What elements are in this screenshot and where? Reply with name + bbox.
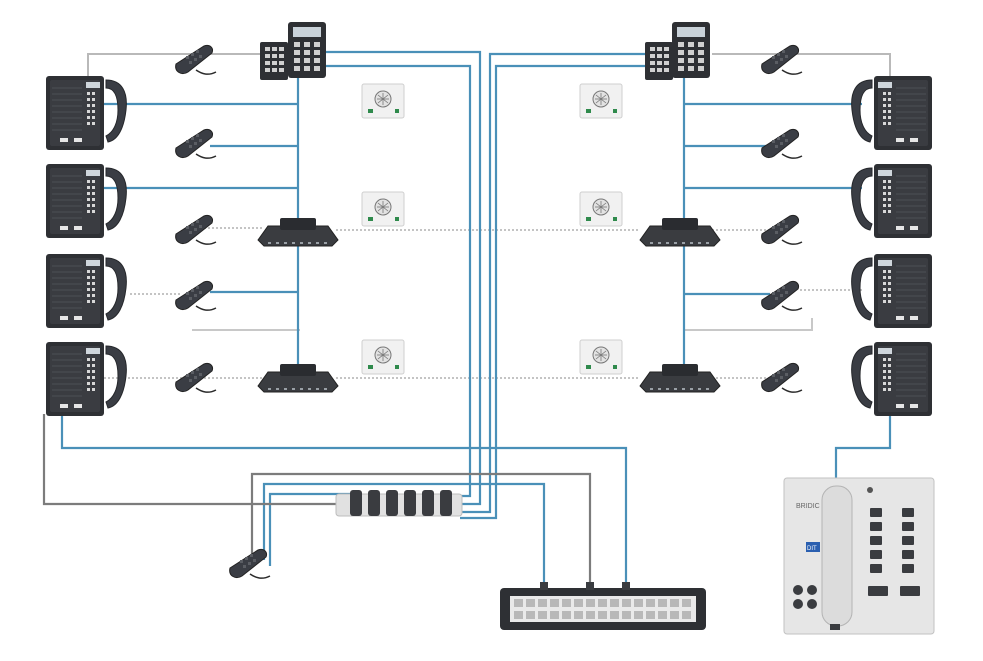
hub-left-2[interactable] (257, 363, 339, 393)
handset-right-4[interactable] (760, 280, 803, 311)
module-left-3 (361, 339, 405, 375)
wires-dashed (104, 227, 862, 379)
wires-dark (42, 414, 592, 588)
desk-phone-left-3[interactable] (45, 253, 127, 329)
patch-panel[interactable] (500, 582, 706, 630)
handset-left-4[interactable] (174, 280, 217, 311)
desk-phone-right-3[interactable] (851, 253, 933, 329)
module-left-2 (361, 191, 405, 227)
desk-phone-right-2[interactable] (851, 163, 933, 239)
desk-phone-left-2[interactable] (45, 163, 127, 239)
desk-phone-right-1[interactable] (851, 75, 933, 151)
handset-left-3[interactable] (174, 214, 217, 245)
handset-right-3[interactable] (760, 214, 803, 245)
hub-right-1[interactable] (639, 217, 721, 247)
module-left-1 (361, 83, 405, 119)
keypad-right-small[interactable] (645, 42, 673, 80)
intercom-badge: DIT (807, 546, 817, 552)
desk-phone-left-1[interactable] (45, 75, 127, 151)
hub-left-1[interactable] (257, 217, 339, 247)
keypad-left-small[interactable] (260, 42, 288, 80)
central-connector-hub[interactable] (335, 490, 463, 517)
handset-right-1[interactable] (760, 44, 803, 75)
handset-left-2[interactable] (174, 128, 217, 159)
intercom-panel[interactable]: BRIDIC DIT (783, 477, 935, 635)
wires-blue (60, 50, 892, 588)
handset-left-1[interactable] (174, 44, 217, 75)
module-right-1 (579, 83, 623, 119)
desk-phone-left-4[interactable] (45, 341, 127, 417)
handset-right-5[interactable] (760, 362, 803, 393)
intercom-brand: BRIDIC (796, 503, 820, 510)
desk-phone-right-4[interactable] (851, 341, 933, 417)
keypad-right-large[interactable] (672, 22, 710, 78)
module-right-2 (579, 191, 623, 227)
module-right-3 (579, 339, 623, 375)
keypad-left-large[interactable] (288, 22, 326, 78)
handset-right-2[interactable] (760, 128, 803, 159)
hub-right-2[interactable] (639, 363, 721, 393)
handset-bottom[interactable] (228, 548, 271, 579)
